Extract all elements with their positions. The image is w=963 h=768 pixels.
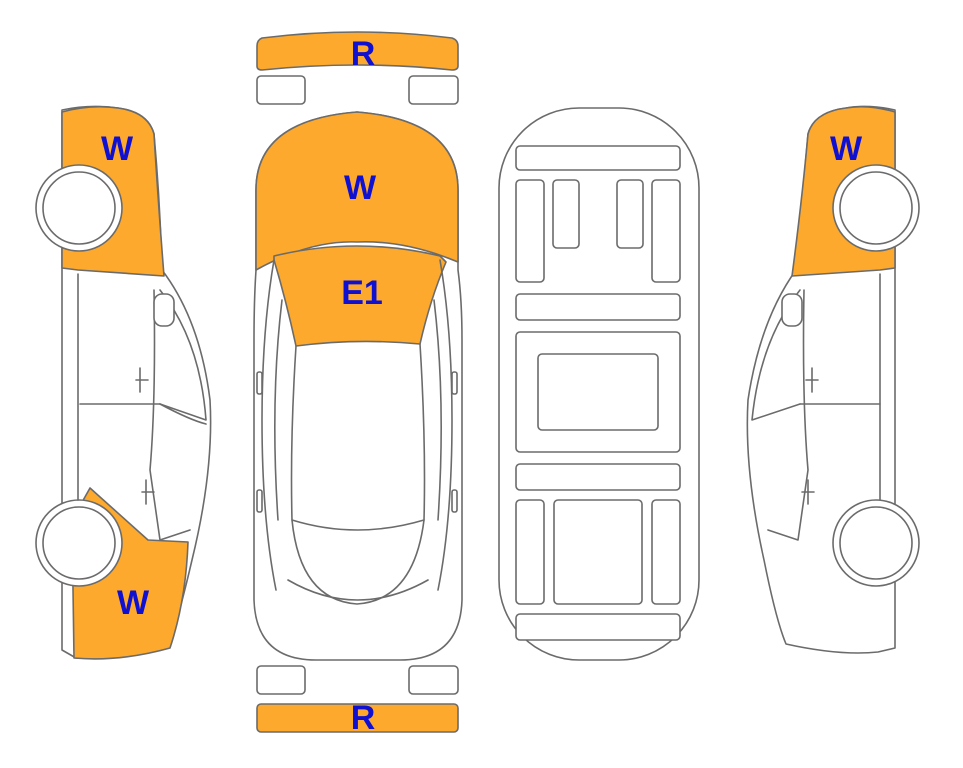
right-rear-handle [801,479,815,505]
right-mirror [781,293,803,327]
top-hood-damaged [255,111,459,271]
left-window-lower [159,403,207,425]
underbody-front-left-rail [515,179,545,283]
top-roof-outline [290,343,426,531]
right-door-line [767,289,809,541]
left-rear-wheel-rim [42,506,116,580]
right-rear-wheel [832,499,920,587]
top-rear-window [291,519,425,605]
top-left-side-line [261,259,277,591]
top-trunk-line [287,579,429,601]
top-right-mirror [451,371,458,395]
right-rear-wheel-rim [839,506,913,580]
underbody-rear-center-box [553,499,643,605]
left-rear-wheel [35,499,123,587]
left-rear-handle [141,479,155,505]
right-front-handle [805,367,819,393]
underbody-view [498,107,700,661]
top-right-lamp [408,75,459,105]
top-bumper-label: R [351,35,376,73]
left-front-wheel [35,164,123,252]
top-windshield-label: E1 [341,274,383,312]
underbody-front-right-box [616,179,644,249]
right-front-fender-label: W [830,130,863,168]
left-side-view: W W [35,105,212,660]
bottom-bumper-damaged [256,703,459,733]
underbody-front-left-box [552,179,580,249]
left-front-wheel-rim [42,171,116,245]
bottom-bumper-group: R [256,699,459,737]
bottom-left-lamp [256,665,306,695]
top-right-side-line [437,259,453,591]
underbody-front-bar [515,145,681,171]
top-left-handle [256,489,263,513]
left-front-fender-label: W [101,130,134,168]
right-front-wheel [832,164,920,252]
top-left-mirror [256,371,263,395]
top-bumper-group: R [256,31,459,73]
top-view-car: W E1 [253,111,463,661]
underbody-rear-bar [515,463,681,491]
top-right-inner-line [433,299,442,521]
left-rear-quarter-label: W [117,584,150,622]
bottom-right-lamp [408,665,459,695]
top-left-inner-line [274,299,283,521]
right-front-wheel-rim [839,171,913,245]
underbody-rear-right-rail [651,499,681,605]
underbody-rear-end-bar [515,613,681,641]
top-left-lamp [256,75,306,105]
underbody-center-panel [537,353,659,431]
right-side-view: W [746,105,920,654]
underbody-front-right-rail [651,179,681,283]
top-bumper-damaged [256,31,459,71]
underbody-mid-bar [515,293,681,321]
bottom-bumper-label: R [351,699,376,737]
left-front-handle [135,367,149,393]
top-hood-label: W [344,169,377,207]
left-mirror [153,293,175,327]
underbody-rear-left-rail [515,499,545,605]
top-right-handle [451,489,458,513]
